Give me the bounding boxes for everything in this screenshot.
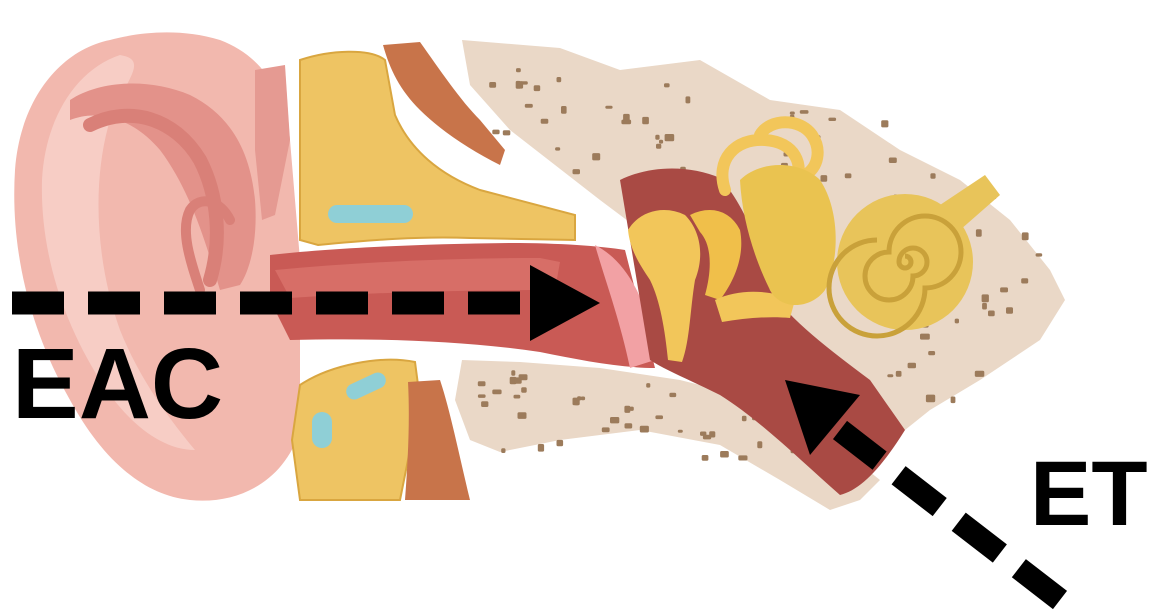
label-et: ET <box>1030 443 1148 545</box>
bone-speckle <box>659 140 663 144</box>
bone-speckle <box>555 147 560 150</box>
bone-speckle <box>889 158 897 164</box>
bone-speckle <box>955 319 959 324</box>
bone-speckle <box>821 175 828 182</box>
bone-speckle <box>1006 307 1013 314</box>
bone-speckle <box>709 431 715 437</box>
bone-speckle <box>541 119 549 124</box>
bone-speckle <box>525 104 533 108</box>
bone-speckle <box>757 441 762 448</box>
bone-speckle <box>511 370 515 375</box>
bone-speckle <box>581 397 586 401</box>
bone-speckle <box>988 311 995 317</box>
lower-fat <box>292 360 420 500</box>
bone-speckle <box>646 383 650 388</box>
bone-speckle <box>881 120 888 127</box>
bone-speckle <box>625 423 633 428</box>
bone-speckle <box>720 451 729 458</box>
bone-speckle <box>930 173 935 179</box>
bone-speckle <box>642 117 649 124</box>
bone-speckle <box>665 134 675 141</box>
bone-speckle <box>655 415 663 419</box>
lower-cartilage-2 <box>312 412 332 448</box>
bone-speckle <box>514 377 522 383</box>
bone-speckle <box>492 130 499 135</box>
bone-speckle <box>592 153 600 160</box>
bone-speckle <box>896 371 902 377</box>
bone-speckle <box>478 381 486 386</box>
bone-speckle <box>828 118 836 121</box>
bone-speckle <box>887 374 893 377</box>
bone-speckle <box>702 455 709 461</box>
bone-speckle <box>678 430 683 433</box>
bone-speckle <box>492 390 501 395</box>
bone-speckle <box>800 110 809 114</box>
bone-speckle <box>908 363 916 369</box>
bone-speckle <box>655 135 659 140</box>
bone-speckle <box>975 371 985 377</box>
bone-speckle <box>557 77 562 82</box>
bone-speckle <box>920 334 930 340</box>
bone-speckle <box>640 426 649 433</box>
bone-speckle <box>742 416 747 422</box>
bone-speckle <box>521 387 527 393</box>
bone-speckle <box>518 81 523 88</box>
bone-speckle <box>1036 253 1043 256</box>
bone-speckle <box>534 85 541 91</box>
bone-speckle <box>1021 278 1028 283</box>
bone-speckle <box>481 401 488 407</box>
bone-speckle <box>602 427 610 432</box>
bone-speckle <box>926 395 935 403</box>
bone-speckle <box>982 294 989 302</box>
bone-speckle <box>1022 232 1029 240</box>
bone-speckle <box>664 83 670 87</box>
bone-speckle <box>623 114 630 121</box>
bone-speckle <box>845 173 852 178</box>
bone-speckle <box>951 397 956 404</box>
bone-speckle <box>561 106 567 114</box>
bone-speckle <box>501 448 505 453</box>
bone-speckle <box>557 440 564 446</box>
bone-speckle <box>624 406 630 413</box>
bone-speckle <box>982 303 987 310</box>
bone-speckle <box>656 144 661 149</box>
bone-speckle <box>514 395 521 399</box>
bone-speckle <box>976 229 982 237</box>
bone-speckle <box>478 394 486 398</box>
upper-cartilage <box>328 205 413 223</box>
bone-speckle <box>573 169 581 174</box>
bone-speckle <box>516 68 521 72</box>
bone-speckle <box>1000 287 1008 292</box>
bone-speckle <box>538 444 544 452</box>
bone-speckle <box>669 393 676 397</box>
bone-speckle <box>610 417 619 423</box>
label-eac: EAC <box>12 328 223 440</box>
bone-speckle <box>928 351 935 355</box>
bone-speckle <box>686 96 691 103</box>
bone-speckle <box>790 112 795 115</box>
bone-speckle <box>489 82 496 88</box>
bone-speckle <box>503 130 511 135</box>
bone-speckle <box>518 412 527 419</box>
bone-speckle <box>605 106 612 109</box>
bone-speckle <box>738 455 747 460</box>
bone-speckle <box>574 401 579 406</box>
